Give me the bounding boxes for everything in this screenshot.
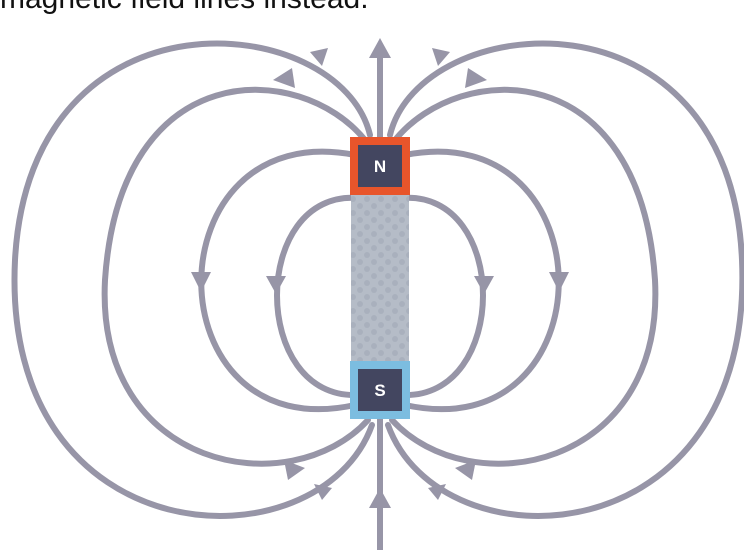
arrow-third-left-bottom	[284, 460, 305, 480]
north-pole-label: N	[374, 157, 386, 176]
caption-text: magnetic field lines instead.	[0, 0, 369, 16]
field-line-inner-right	[399, 194, 486, 399]
bar-magnet: N S	[350, 137, 410, 419]
arrow-outer-left-top	[310, 48, 328, 66]
arrow-third-right-bottom	[455, 460, 476, 480]
north-pole	[358, 145, 402, 187]
arrow-axis-top	[369, 38, 391, 58]
field-arrows	[191, 38, 569, 508]
arrow-outer-left-bottom	[314, 484, 332, 500]
south-pole	[358, 369, 402, 411]
field-line-third-left	[101, 86, 371, 467]
field-line-third-right	[389, 86, 659, 467]
arrow-outer-right-top	[432, 48, 450, 66]
arrow-second-left	[191, 272, 211, 292]
field-line-outer-right	[385, 40, 744, 519]
arrow-third-right-top	[465, 68, 487, 88]
arrow-third-left-top	[273, 68, 295, 88]
field-line-inner-left	[274, 194, 361, 399]
magnet-body-texture	[351, 192, 409, 364]
field-line-outer-left	[11, 40, 375, 519]
arrow-inner-right	[474, 276, 494, 294]
south-pole-label: S	[374, 381, 385, 400]
arrow-outer-right-bottom	[428, 484, 446, 500]
arrow-axis-bottom	[369, 488, 391, 508]
arrow-second-right	[549, 272, 569, 292]
arrow-inner-left	[266, 276, 286, 294]
